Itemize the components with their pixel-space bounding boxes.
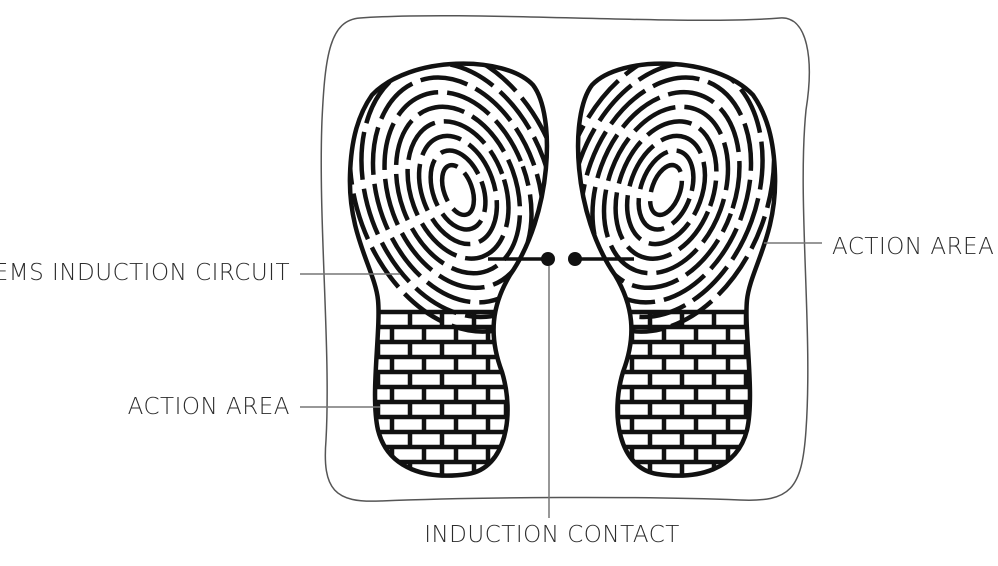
circuit-ring [590,89,742,291]
mat-outline [320,14,810,502]
circuit-ring [393,104,523,276]
right-contact-dot [568,252,582,266]
circuit-ring [428,148,488,232]
circuit-ring [601,104,731,276]
left-contact-dot [541,252,555,266]
action-area-label-right: ACTION AREA [832,234,995,260]
circuit-ring [647,162,685,218]
circuit-ring [439,162,477,218]
right-foot-electrode [520,18,812,492]
left-foot-electrode [312,18,604,492]
circuit-ring [636,148,696,232]
ems-induction-circuit-label: EMS INDUCTION CIRCUIT [0,260,290,286]
circuit-ring [382,89,534,291]
circuit-ring [416,133,500,247]
induction-contact-label: INDUCTION CONTACT [424,522,680,548]
circuit-ring [624,133,708,247]
circuit-ring [405,119,511,261]
induction-contact-connectors [488,252,634,266]
action-area-label-left: ACTION AREA [127,394,290,420]
